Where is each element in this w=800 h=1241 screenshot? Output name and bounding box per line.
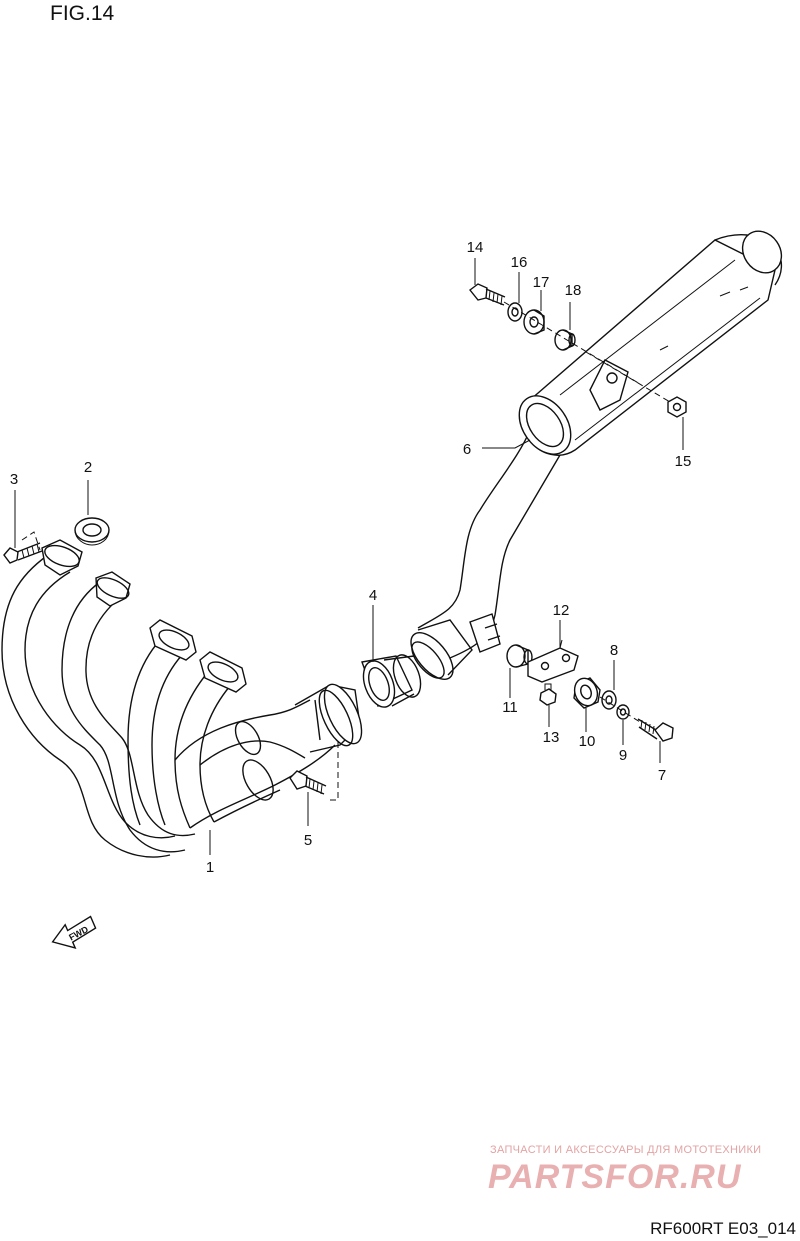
- callout-11: 11: [502, 699, 518, 716]
- rubber-cushion[interactable]: [571, 675, 601, 709]
- callout-18: 18: [565, 282, 582, 299]
- callout-10: 10: [579, 733, 596, 750]
- callout-16: 16: [511, 254, 528, 271]
- muffler-bracket[interactable]: [527, 639, 579, 683]
- callout-17: 17: [533, 274, 550, 291]
- assembly-lines: [21, 301, 671, 801]
- callout-9: 9: [619, 747, 627, 764]
- washer-16[interactable]: [507, 302, 523, 322]
- collar-18[interactable]: [554, 329, 576, 351]
- callout-12: 12: [553, 602, 570, 619]
- mounting-collar[interactable]: [506, 644, 533, 668]
- header-bolt[interactable]: [3, 542, 43, 564]
- watermark-logo: PARTSFOR.RU: [488, 1158, 742, 1196]
- figure-code: RF600RT E03_014: [650, 1219, 796, 1238]
- callout-labels: 1 2 3 4 5 6 7 8 9 10 11 12 13 14 15 16 1…: [10, 239, 692, 876]
- callout-4: 4: [369, 587, 377, 604]
- callout-8: 8: [610, 642, 618, 659]
- callout-5: 5: [304, 832, 312, 849]
- leader-lines: [14, 258, 684, 855]
- pipe-connector[interactable]: [358, 651, 426, 711]
- callout-6: 6: [463, 441, 471, 458]
- callout-14: 14: [467, 239, 484, 256]
- clamp-bolt[interactable]: [289, 770, 327, 795]
- figure-title: FIG.14: [50, 2, 115, 25]
- exhaust-header-pipes[interactable]: [1, 539, 369, 858]
- fwd-arrow: FWD: [51, 915, 97, 949]
- callout-13: 13: [543, 729, 560, 746]
- muffler-bolt[interactable]: [469, 283, 506, 306]
- cushion-17[interactable]: [523, 309, 545, 335]
- callout-2: 2: [84, 459, 92, 476]
- exhaust-gasket[interactable]: [74, 517, 110, 546]
- callout-1: 1: [206, 859, 214, 876]
- muffler-nut[interactable]: [667, 396, 687, 418]
- bracket-nut[interactable]: [539, 683, 557, 706]
- bracket-bolt[interactable]: [637, 718, 674, 742]
- callout-15: 15: [675, 453, 692, 470]
- washer-9[interactable]: [616, 704, 630, 720]
- watermark-tagline: ЗАПЧАСТИ И АКСЕССУАРЫ ДЛЯ МОТОТЕХНИКИ: [490, 1144, 762, 1156]
- muffler[interactable]: [403, 224, 789, 687]
- callout-3: 3: [10, 471, 18, 488]
- callout-7: 7: [658, 767, 666, 784]
